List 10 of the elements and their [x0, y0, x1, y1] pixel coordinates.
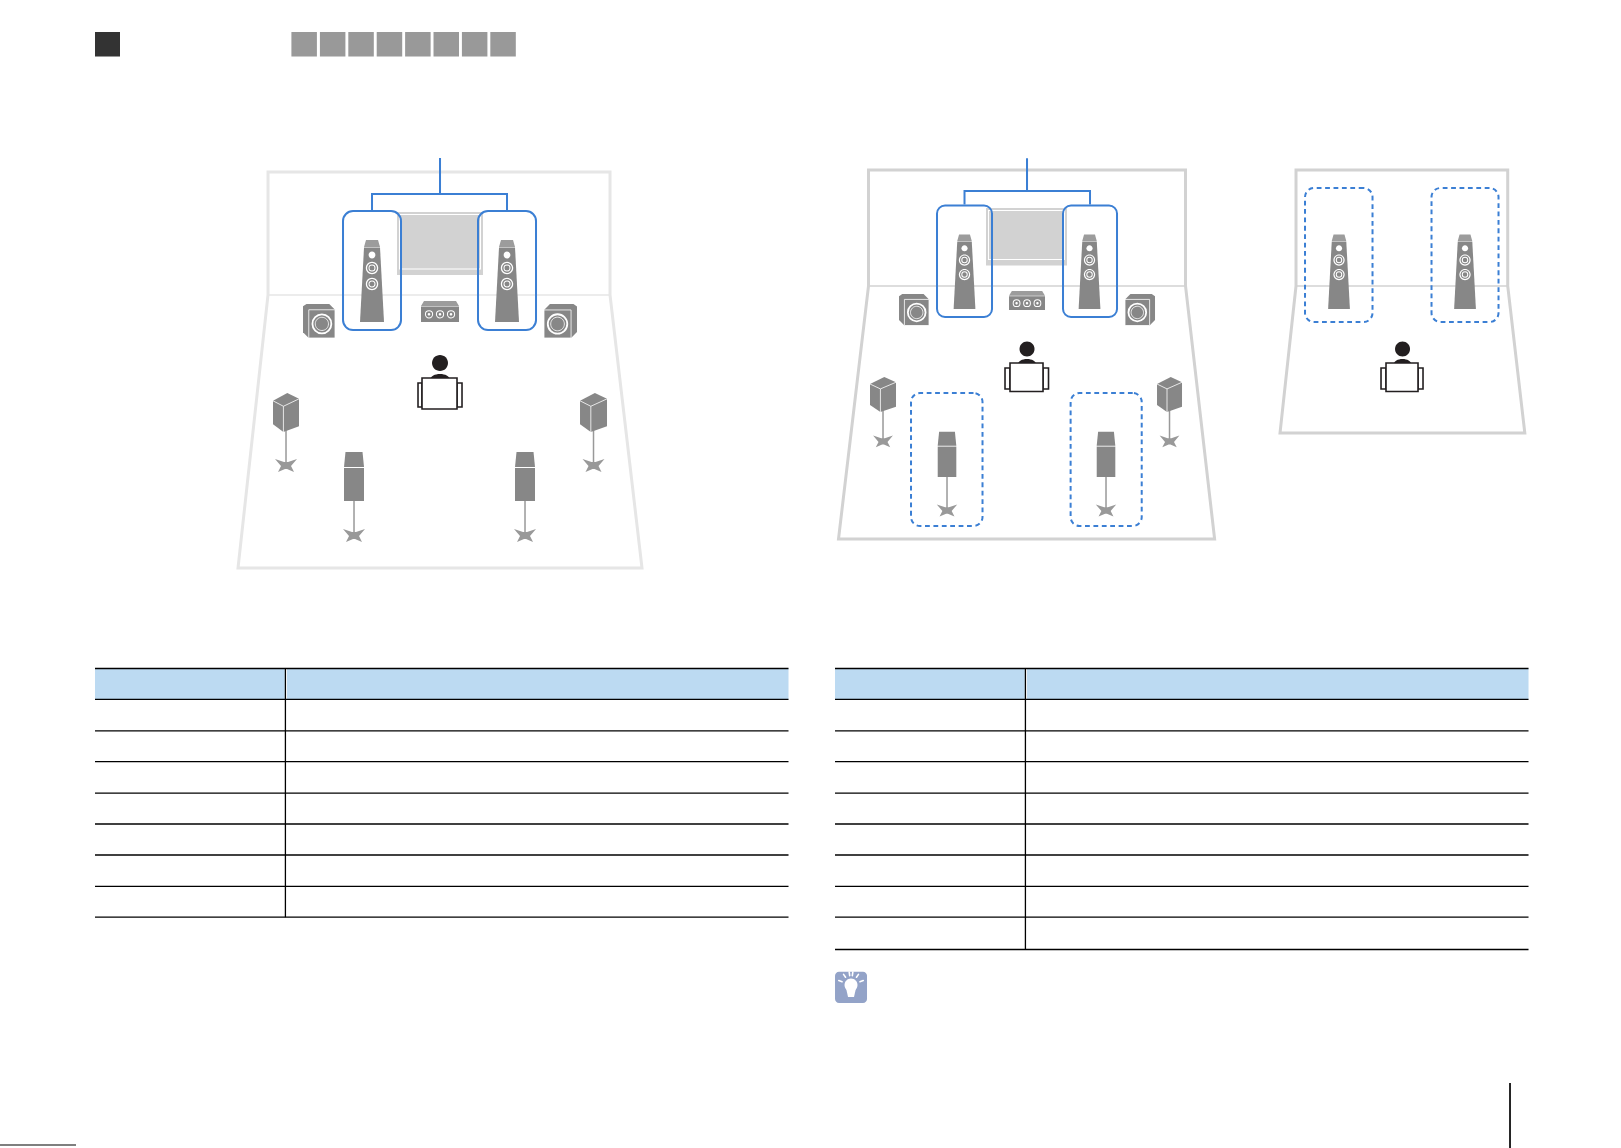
dashed-box [910, 392, 984, 527]
leader-line [439, 157, 508, 211]
dashed-box [1304, 187, 1374, 323]
leader-line [1026, 157, 1091, 206]
highlight-box [342, 210, 402, 331]
highlight-box [477, 210, 537, 331]
dashed-box [1069, 392, 1143, 527]
dashed-box [1430, 187, 1500, 323]
highlight-box [1062, 204, 1118, 318]
highlight-box [936, 204, 993, 318]
